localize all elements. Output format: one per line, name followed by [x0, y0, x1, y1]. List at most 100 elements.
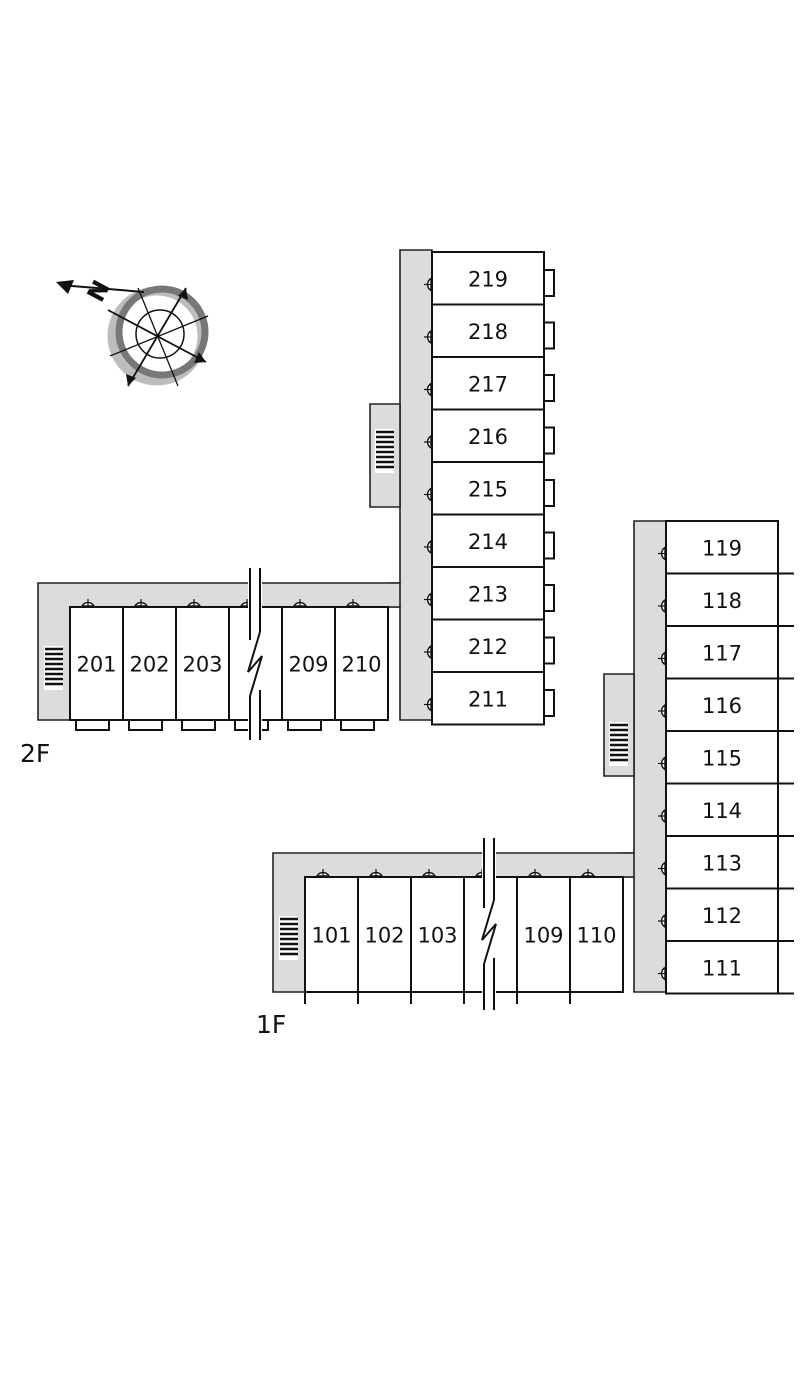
- door-icon-211: [424, 697, 432, 712]
- balcony-209: [287, 719, 322, 731]
- unit-label-210: 210: [341, 653, 381, 677]
- door-icon-109: [527, 869, 543, 877]
- unit-label-103: 103: [417, 924, 457, 948]
- unit-109: 109: [516, 869, 571, 1004]
- balcony-216: [543, 426, 555, 455]
- door-icon-113: [658, 861, 666, 876]
- balcony-202: [128, 719, 163, 731]
- break-symbol-2f: [247, 568, 263, 740]
- unit-label-215: 215: [468, 477, 508, 501]
- door-icon-111: [658, 966, 666, 981]
- unit-216: 216: [424, 408, 555, 463]
- balcony-219: [543, 269, 555, 297]
- unit-117: 117: [658, 625, 794, 680]
- unit-label-211: 211: [468, 687, 508, 711]
- unit-label-216: 216: [468, 425, 508, 449]
- unit-217: 217: [424, 356, 555, 411]
- unit-label-219: 219: [468, 267, 508, 291]
- balcony-203: [181, 719, 216, 731]
- unit-203: 203: [175, 599, 230, 731]
- units-2f-vertical: 219 218 217 216 215 214 213 212 211: [424, 251, 555, 726]
- door-icon-117: [658, 651, 666, 666]
- break-symbol-1f: [481, 838, 497, 1010]
- door-icon-213: [424, 592, 432, 607]
- unit-label-213: 213: [468, 582, 508, 606]
- unit-119: 119: [658, 520, 794, 575]
- door-icon-202: [133, 599, 149, 607]
- door-icon-201: [80, 599, 96, 607]
- unit-210: 210: [334, 599, 389, 731]
- balcony-215: [543, 479, 555, 507]
- door-icon-103: [421, 869, 437, 877]
- balcony-211: [543, 689, 555, 717]
- unit-102: 102: [357, 869, 412, 1004]
- unit-111: 111: [658, 940, 794, 995]
- units-1f-vertical: 119 118 117 116 115 114 113 112 111: [658, 520, 794, 995]
- compass-north-label: N: [82, 276, 116, 307]
- door-icon-110: [580, 869, 596, 877]
- door-icon-203: [186, 599, 202, 607]
- unit-113: 113: [658, 835, 794, 890]
- unit-213: 213: [424, 566, 555, 621]
- unit-218: 218: [424, 303, 555, 358]
- door-icon-115: [658, 756, 666, 771]
- stairs-icon-1f-left: [279, 916, 298, 960]
- unit-label-101: 101: [311, 924, 351, 948]
- unit-212: 212: [424, 618, 555, 673]
- balcony-213: [543, 584, 555, 612]
- door-icon-216: [424, 434, 432, 450]
- door-icon-116: [658, 703, 666, 719]
- unit-215: 215: [424, 461, 555, 516]
- door-icon-215: [424, 487, 432, 502]
- unit-label-114: 114: [702, 799, 742, 823]
- unit-202: 202: [122, 599, 177, 731]
- door-icon-212: [424, 644, 432, 660]
- door-icon-218: [424, 329, 432, 345]
- door-icon-119: [658, 546, 666, 561]
- unit-label-203: 203: [182, 653, 222, 677]
- unit-label-102: 102: [364, 924, 404, 948]
- unit-label-111: 111: [702, 956, 742, 980]
- door-icon-102: [368, 869, 384, 877]
- balcony-214: [543, 531, 555, 560]
- unit-label-112: 112: [702, 904, 742, 928]
- unit-label-209: 209: [288, 653, 328, 677]
- unit-label-201: 201: [76, 653, 116, 677]
- unit-label-113: 113: [702, 851, 742, 875]
- floor-label-2f: 2F: [20, 739, 50, 768]
- units-1f-horizontal: 101 102 103 109 110: [304, 869, 624, 1004]
- door-icon-118: [658, 598, 666, 614]
- unit-label-109: 109: [523, 924, 563, 948]
- unit-112: 112: [658, 887, 794, 942]
- unit-110: 110: [569, 869, 624, 1004]
- unit-label-115: 115: [702, 746, 742, 770]
- door-icon-217: [424, 382, 432, 397]
- unit-label-202: 202: [129, 653, 169, 677]
- unit-214: 214: [424, 513, 555, 568]
- unit-label-117: 117: [702, 641, 742, 665]
- unit-label-118: 118: [702, 589, 742, 613]
- balcony-212: [543, 636, 555, 665]
- balcony-218: [543, 321, 555, 350]
- unit-201: 201: [69, 599, 124, 731]
- unit-101: 101: [304, 869, 359, 1004]
- unit-label-214: 214: [468, 530, 508, 554]
- balcony-201: [75, 719, 110, 731]
- unit-label-218: 218: [468, 320, 508, 344]
- door-icon-210: [345, 599, 361, 607]
- door-icon-114: [658, 808, 666, 824]
- unit-label-212: 212: [468, 635, 508, 659]
- stairs-icon-1f-right: [609, 722, 628, 766]
- units-2f-horizontal: 201 202 203 209 210: [69, 599, 389, 731]
- unit-label-119: 119: [702, 536, 742, 560]
- unit-219: 219: [424, 251, 555, 306]
- unit-label-116: 116: [702, 694, 742, 718]
- unit-211: 211: [424, 671, 555, 726]
- unit-label-110: 110: [576, 924, 616, 948]
- unit-103: 103: [410, 869, 465, 1004]
- door-icon-101: [315, 869, 331, 877]
- unit-114: 114: [658, 782, 794, 837]
- unit-116: 116: [658, 677, 794, 732]
- door-icon-219: [424, 277, 432, 292]
